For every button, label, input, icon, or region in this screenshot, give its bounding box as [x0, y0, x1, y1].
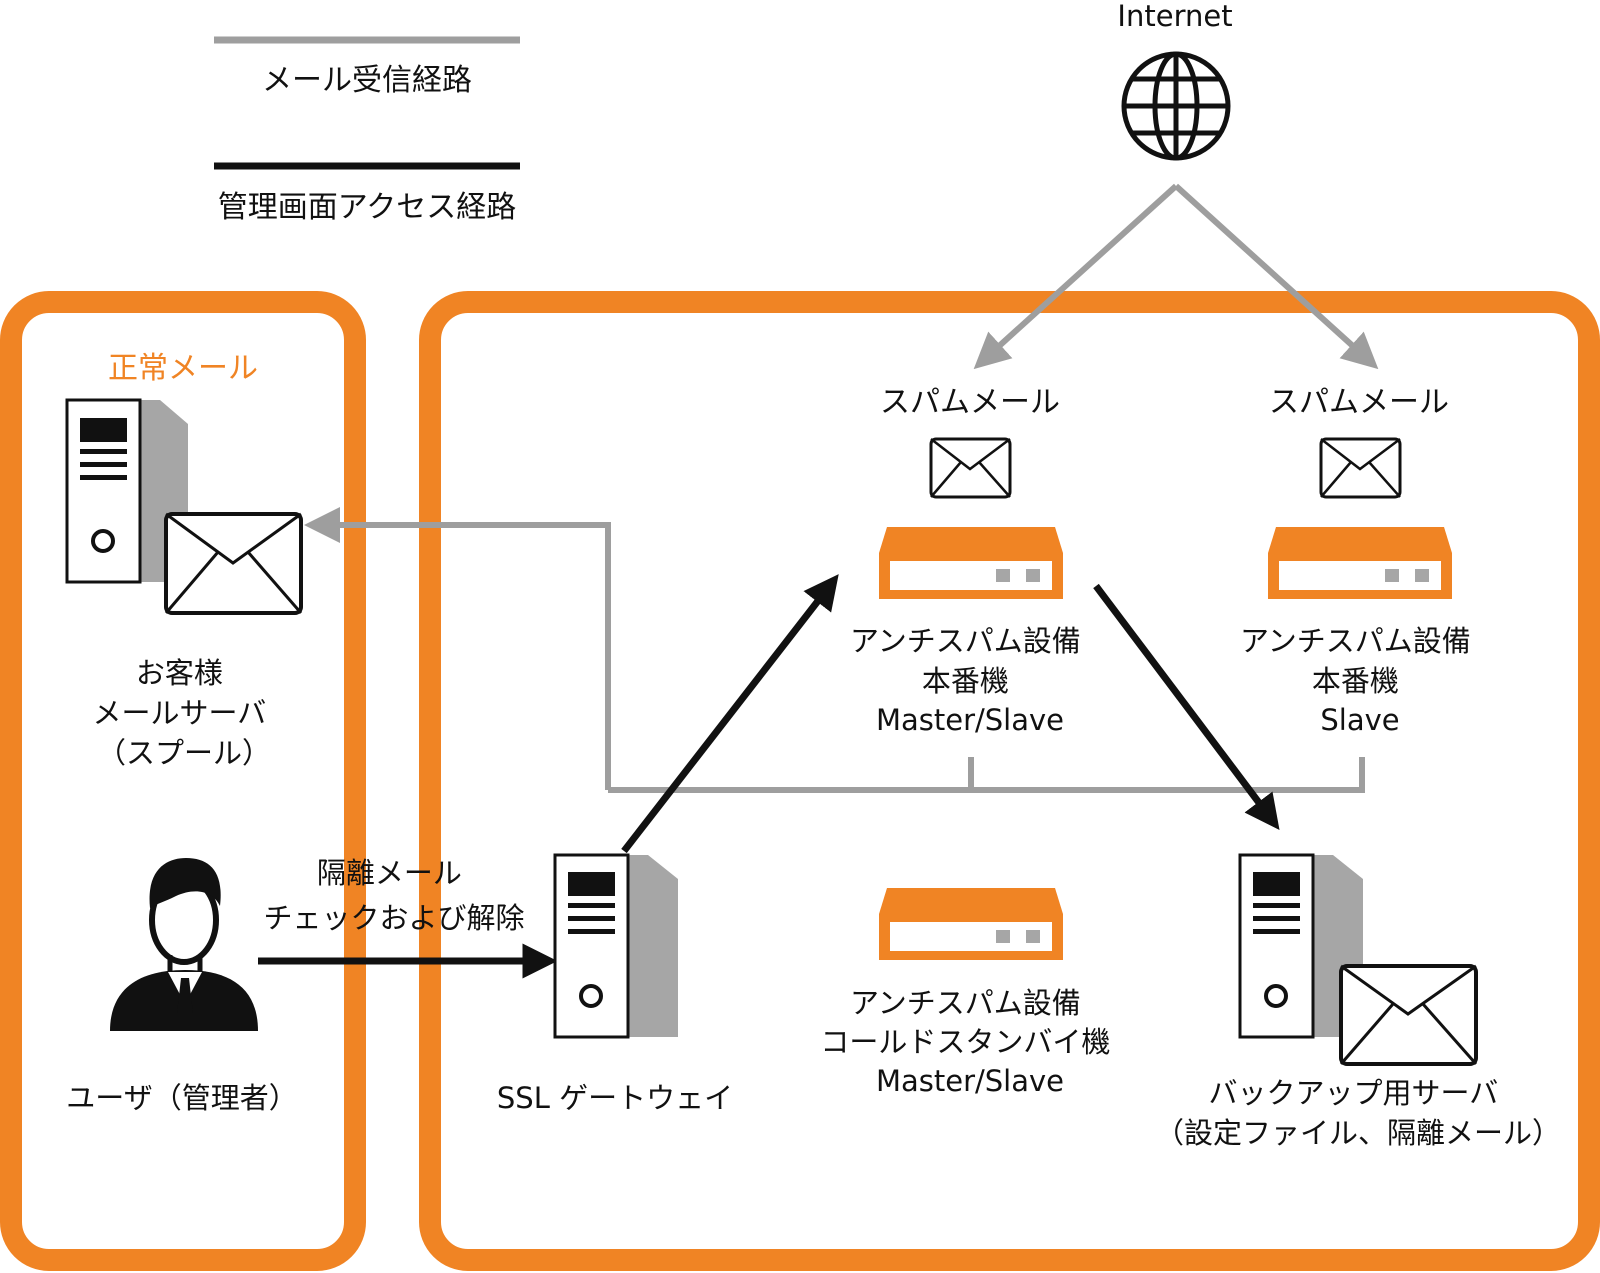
internet: Internet — [1117, 0, 1233, 161]
appliance-standby-icon — [879, 888, 1063, 960]
legend: メール受信経路 管理画面アクセス経路 — [214, 36, 520, 225]
spam-envelope-left-icon — [929, 437, 1012, 499]
spam-envelope-right-icon — [1319, 437, 1402, 499]
appliance-master-icon — [879, 527, 1063, 599]
quarantine-access-label: 隔離メール チェックおよび解除 — [263, 856, 524, 935]
admin-routes — [258, 574, 1280, 979]
envelope-icon — [164, 512, 303, 615]
legend-mail-route-label: メール受信経路 — [262, 63, 472, 98]
server-side-panel — [627, 855, 678, 1037]
mail-routes — [304, 183, 1379, 793]
master-to-backup-route — [1093, 583, 1280, 830]
appliance-master-label: アンチスパム設備 本番機 Master/Slave — [850, 624, 1090, 737]
customer-zone — [0, 291, 366, 1271]
backup-server — [1238, 853, 1478, 1066]
spam-mail-left-label: スパムメール — [880, 385, 1060, 420]
appliance-slave-label: アンチスパム設備 本番機 Slave — [1240, 624, 1480, 737]
globe-icon — [1121, 51, 1231, 161]
spam-mail-right-label: スパムメール — [1269, 385, 1449, 420]
user-admin-avatar — [110, 858, 258, 1031]
appliance-standby-label: アンチスパム設備 コールドスタンバイ機 Master/Slave — [820, 986, 1119, 1098]
legend-admin-route-label: 管理画面アクセス経路 — [218, 190, 517, 225]
envelope-icon — [1339, 964, 1478, 1066]
customer-zone-title: 正常メール — [108, 351, 258, 386]
internet-to-master-route — [973, 183, 1179, 370]
appliance-slave-icon — [1268, 527, 1452, 599]
ssl-gateway-server — [553, 853, 678, 1039]
user-admin-label: ユーザ（管理者） — [66, 1081, 297, 1115]
backup-server-label: バックアップ用サーバ （設定ファイル、隔離メール） — [1155, 1076, 1561, 1150]
gateway-to-master-route — [621, 574, 839, 854]
ssl-gateway-label: SSL ゲートウェイ — [497, 1081, 733, 1115]
customer-server-label: お客様 メールサーバ （スプール） — [93, 656, 276, 770]
internet-to-slave-route — [1173, 183, 1379, 370]
datacenter-zone — [419, 291, 1600, 1271]
delivery-route — [304, 507, 611, 790]
internet-label: Internet — [1117, 0, 1232, 33]
appliance-to-customer-route — [968, 757, 1365, 793]
customer-mail-server — [65, 398, 303, 615]
